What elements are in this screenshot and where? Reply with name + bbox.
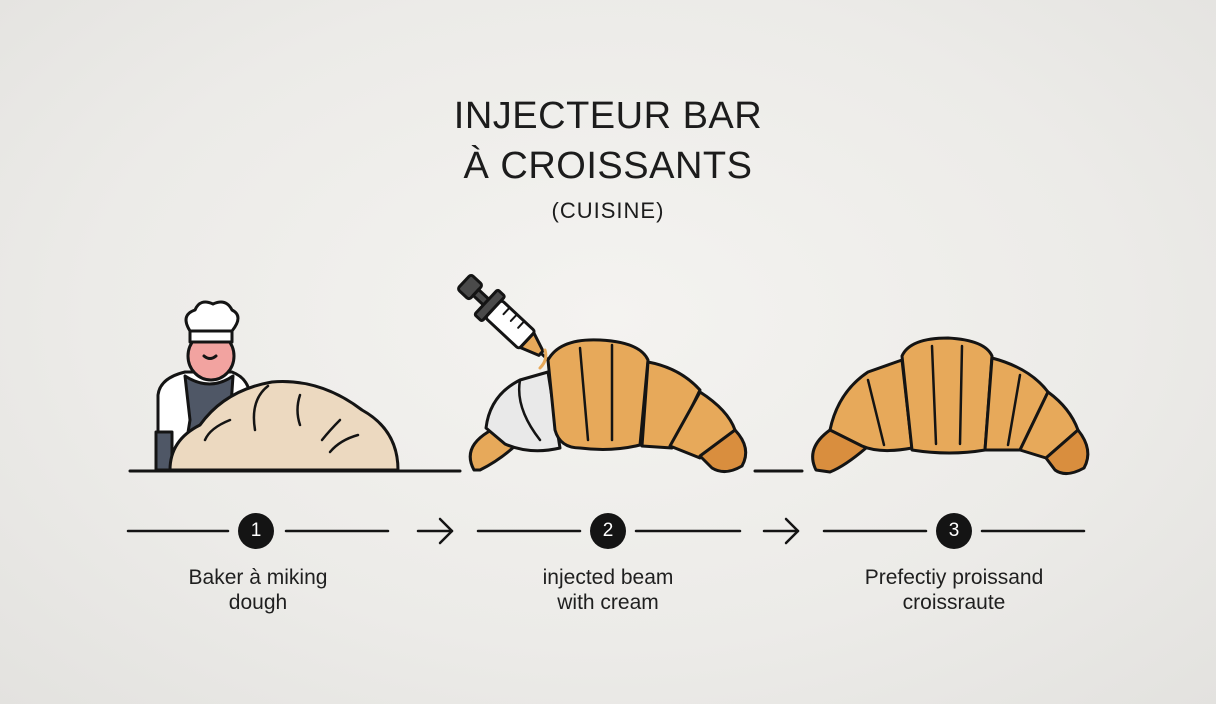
subtitle: (CUISINE)	[551, 198, 665, 223]
step-1-caption-line-1: Baker à miking	[188, 566, 328, 589]
dough-icon	[168, 380, 400, 472]
step-1-caption: Baker à miking dough	[128, 565, 388, 615]
step-1-badge: 1	[238, 513, 274, 549]
step-2-caption-line-2: with cream	[557, 591, 659, 614]
step-2-caption-line-1: injected beam	[542, 566, 674, 589]
step-1-caption-line-2: dough	[228, 591, 288, 614]
step-3-caption: Prefectiy proissand croissraute	[824, 565, 1084, 615]
step-3-caption-line-1: Prefectiy proissand	[864, 566, 1044, 589]
arrow-right-icon-1	[416, 517, 454, 545]
step-3-badge: 3	[936, 513, 972, 549]
step-2-badge: 2	[590, 513, 626, 549]
step-3-caption-line-2: croissraute	[902, 591, 1006, 614]
title-line-1: INJECTEUR BAR	[453, 95, 763, 137]
title-line-2: À CROISSANTS	[463, 145, 753, 187]
finished-croissant-icon	[811, 336, 1090, 475]
injected-croissant-icon	[468, 338, 748, 473]
arrow-right-icon-2	[762, 517, 800, 545]
syringe-icon	[457, 274, 553, 365]
step-2-caption: injected beam with cream	[478, 565, 738, 615]
